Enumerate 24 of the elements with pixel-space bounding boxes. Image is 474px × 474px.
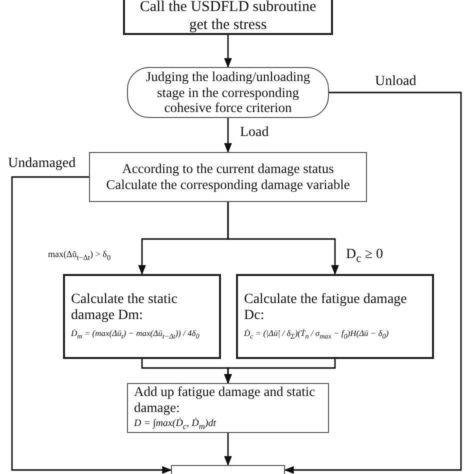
node-text: Call the USDFLD subroutine get the stress <box>138 0 318 34</box>
arrow <box>224 35 232 68</box>
edge-label: max(Δū$_{t−Δt}$) > δ$_{0}$ <box>48 250 111 262</box>
formula: D = ∫max(Ḋ$_{c}$, Ḋ$_{m}$)dt <box>134 418 216 432</box>
node-text: Calculate the fatigue damage Dc: <box>244 292 408 324</box>
arrow <box>284 92 462 474</box>
edge-label: Undamaged <box>8 156 76 172</box>
process-box <box>89 152 367 202</box>
node-text: Add up fatigue damage and static damage: <box>134 384 316 416</box>
node-text: Judging the loading/unloading stage in the corresponding cohesive force criterion <box>144 69 312 116</box>
process-box <box>123 0 333 35</box>
arrow <box>224 359 336 384</box>
process-box <box>127 383 329 433</box>
node-text: Calculate the static damage Dm: <box>71 292 179 324</box>
arrow <box>224 118 232 153</box>
process-box <box>63 274 221 359</box>
node-text: According to the current damage status Calculate the corresponding damage variable <box>105 161 351 193</box>
arrow <box>227 202 339 275</box>
decision-box <box>127 67 329 118</box>
formula: Ḋ$_{c}$ = (|Δū̇| / δ$_{Σ}$)(Ṫ$_{n}$ / σ$_{max}$ − f$_{0}$)H(Δū − δ$_{0}$) <box>244 328 389 341</box>
arrow <box>224 433 232 466</box>
arrow <box>11 176 172 474</box>
process-box <box>236 274 434 359</box>
formula: Ḋ$_{m}$ = (max(Δū$_{t}$) − max(Δū$_{t−Δt}$)) / 4δ$_{0}$ <box>71 328 200 341</box>
